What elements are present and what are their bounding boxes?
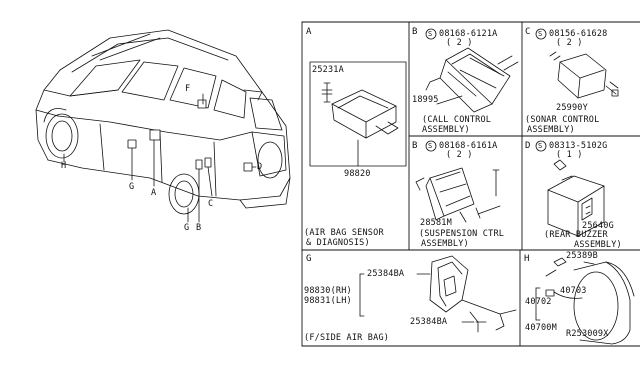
section-c-part-25990y: 25990Y xyxy=(556,103,588,113)
vehicle-callout-c: C xyxy=(208,199,214,209)
panel-grid xyxy=(301,21,640,347)
section-d-bolt-symbol: S xyxy=(538,142,543,150)
section-a-part-25231a: 25231A xyxy=(312,65,344,75)
vehicle-callout-b: B xyxy=(196,223,202,233)
section-b2-letter: B xyxy=(412,141,418,151)
section-a-part-98820: 98820 xyxy=(344,169,371,179)
section-b1-letter: B xyxy=(412,27,418,37)
vehicle-callout-h: H xyxy=(61,161,67,171)
section-h-letter: H xyxy=(524,254,530,264)
section-h-drawing xyxy=(535,257,635,345)
section-b1-drawing xyxy=(425,28,519,113)
section-b1-part-18995: 18995 xyxy=(412,95,439,105)
section-g-part-lower: 25384BA xyxy=(410,317,448,327)
vehicle-illustration xyxy=(35,29,291,223)
section-b2-part-28581m: 28581M xyxy=(420,218,452,228)
section-b1-bolt-qty: ( 2 ) xyxy=(446,38,473,48)
section-b2-bolt-part: 08168-6161A xyxy=(439,141,498,151)
section-d-letter: D xyxy=(525,141,531,151)
section-b2-caption-line1: (SUSPENSION CTRL xyxy=(419,229,505,239)
section-d-part-25640g: 25640G xyxy=(582,221,614,231)
section-d-caption-line1: (REAR BUZZER xyxy=(544,230,608,240)
vehicle-callout-f: F xyxy=(185,84,191,94)
section-d-bolt-part: 08313-5102G xyxy=(549,141,608,151)
section-g-drawing xyxy=(359,255,517,333)
section-c-bolt-part: 08156-61628 xyxy=(549,29,608,39)
section-d-caption-line2: ASSEMBLY) xyxy=(574,240,622,250)
section-g-part-rh: 98830(RH) xyxy=(304,286,352,296)
section-b2-caption-line2: ASSEMBLY) xyxy=(421,239,469,249)
section-b1-caption-line2: ASSEMBLY) xyxy=(422,125,470,135)
section-h-part-25389b: 25389B xyxy=(566,251,598,261)
section-a-caption-line2: & DIAGNOSIS) xyxy=(306,238,370,248)
section-c-caption-line1: (SONAR CONTROL xyxy=(525,115,600,125)
section-b1-bolt-part: 08168-6121A xyxy=(439,29,498,39)
section-b2-bolt-qty: ( 2 ) xyxy=(446,150,473,160)
vehicle-callout-g-rear: G xyxy=(184,223,190,233)
section-c-bolt-qty: ( 2 ) xyxy=(556,38,583,48)
section-g-letter: G xyxy=(306,254,312,264)
section-c-drawing xyxy=(535,28,619,99)
section-c-letter: C xyxy=(525,27,531,37)
section-a-caption-line1: (AIR BAG SENSOR xyxy=(304,228,384,238)
section-a-letter: A xyxy=(306,27,312,37)
section-c-caption-line2: ASSEMBLY) xyxy=(527,125,575,135)
section-b2-drawing xyxy=(415,140,501,223)
section-b1-caption-line1: (CALL CONTROL xyxy=(422,115,492,125)
section-g-part-upper: 25384BA xyxy=(367,269,405,279)
section-d-bolt-qty: ( 1 ) xyxy=(556,150,583,160)
vehicle-callout-a: A xyxy=(151,188,157,198)
section-h-part-40700m: 40700M xyxy=(525,323,557,333)
section-g-part-lh: 98831(LH) xyxy=(304,296,352,306)
vehicle-callout-d: D xyxy=(257,162,263,172)
section-d-drawing xyxy=(535,140,605,237)
diagram-reference-code: R253009X xyxy=(566,329,609,339)
section-h-part-40702: 40702 xyxy=(525,297,552,307)
section-c-bolt-symbol: S xyxy=(538,30,543,38)
section-b1-bolt-symbol: S xyxy=(428,30,433,38)
vehicle-callout-g: G xyxy=(129,182,135,192)
section-a-drawing xyxy=(309,61,407,167)
section-g-caption: (F/SIDE AIR BAG) xyxy=(304,333,390,343)
section-h-part-40703: 40703 xyxy=(560,286,587,296)
section-b2-bolt-symbol: S xyxy=(428,142,433,150)
